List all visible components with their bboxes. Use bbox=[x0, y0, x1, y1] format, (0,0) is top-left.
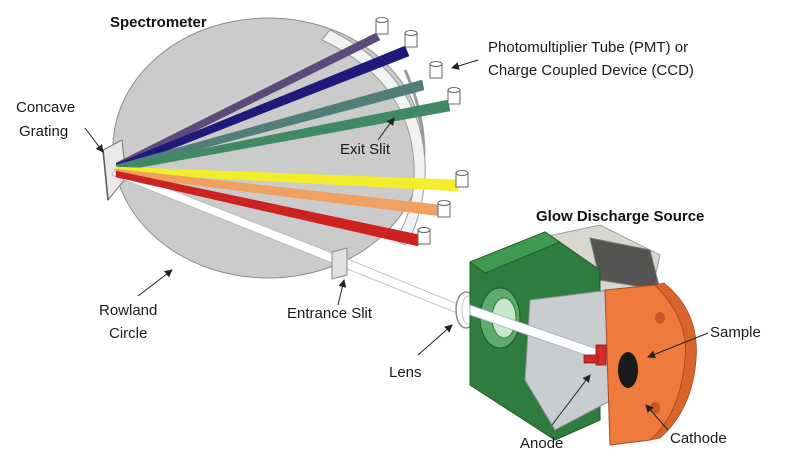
spectrometer-title: Spectrometer bbox=[110, 14, 207, 31]
detector-3 bbox=[429, 61, 443, 79]
anode-leader bbox=[551, 374, 591, 426]
detector-6 bbox=[437, 200, 451, 218]
cathode-label: Cathode bbox=[670, 430, 727, 447]
exit-slit-label: Exit Slit bbox=[340, 141, 391, 158]
sample-label: Sample bbox=[710, 324, 761, 341]
entrance-slit-leader bbox=[337, 279, 347, 306]
detector-leader bbox=[451, 59, 479, 70]
leader-lines bbox=[84, 59, 709, 431]
detector-label-line1: Photomultiplier Tube (PMT) or bbox=[488, 39, 688, 56]
grating-leader bbox=[84, 127, 104, 153]
cathode-leader bbox=[645, 404, 669, 431]
rowland-label-line1: Rowland bbox=[99, 302, 157, 319]
rowland-leader bbox=[137, 269, 173, 297]
lens-label: Lens bbox=[389, 364, 422, 381]
entrance-slit-label: Entrance Slit bbox=[287, 305, 373, 322]
detectors bbox=[375, 17, 469, 245]
detector-5 bbox=[455, 170, 469, 188]
exit-slit-leader bbox=[377, 117, 395, 141]
grating-label-line2: Grating bbox=[19, 123, 68, 140]
glow-discharge-source bbox=[469, 224, 697, 446]
grating-label-line1: Concave bbox=[16, 99, 75, 116]
glow-discharge-title: Glow Discharge Source bbox=[536, 208, 704, 225]
anode-label: Anode bbox=[520, 435, 563, 452]
detector-2 bbox=[404, 30, 418, 48]
beam-red bbox=[115, 170, 421, 247]
detector-7 bbox=[417, 227, 431, 245]
lens-leader bbox=[417, 324, 453, 356]
rowland-label-line2: Circle bbox=[109, 325, 147, 342]
exit-slit-plate bbox=[321, 29, 426, 246]
detector-1 bbox=[375, 17, 389, 35]
detector-4 bbox=[447, 87, 461, 105]
entrance-slit bbox=[331, 247, 348, 280]
detector-label-line2: Charge Coupled Device (CCD) bbox=[488, 62, 694, 79]
sample-leader bbox=[647, 332, 709, 359]
